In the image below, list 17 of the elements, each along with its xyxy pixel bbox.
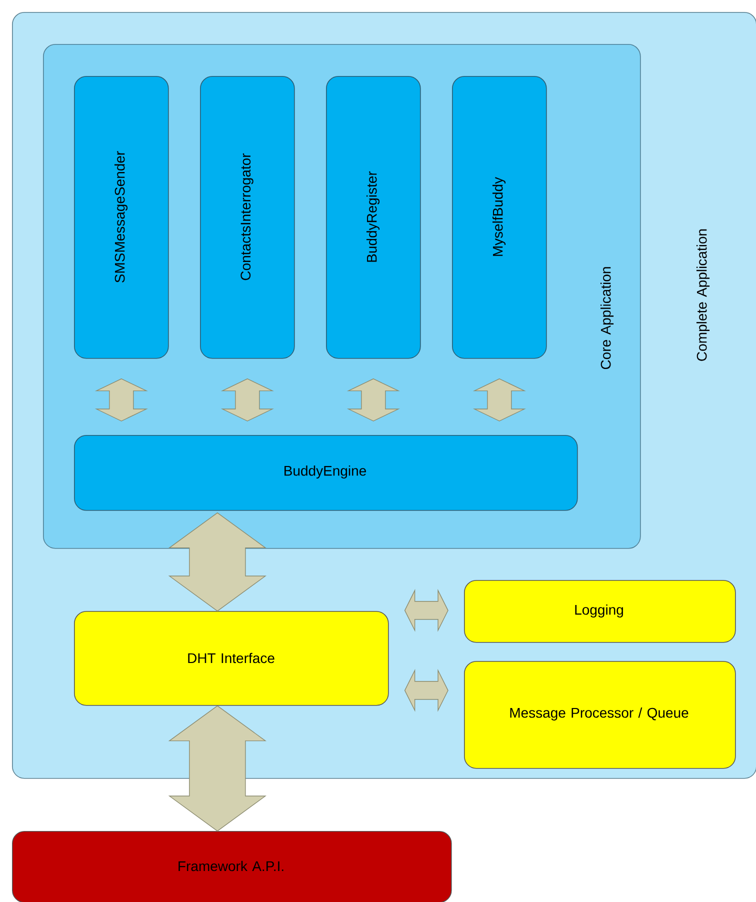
double-arrow [94,378,148,422]
double-arrow [346,378,400,422]
service-box: Message Processor / Queue [464,661,736,769]
component-box: MyselfBuddy [452,76,547,359]
double-arrow [404,668,448,712]
service-box: Logging [464,580,736,643]
api-box: Framework A.P.I. [12,831,452,902]
interface-box: DHT Interface [74,611,389,706]
double-arrow [168,512,266,612]
double-arrow [168,705,266,832]
component-box: SMSMessageSender [74,76,169,359]
double-arrow [220,378,274,422]
double-arrow [404,588,448,632]
component-box: BuddyRegister [326,76,421,359]
double-arrow [472,378,526,422]
component-box: ContactsInterrogator [200,76,295,359]
engine-box: BuddyEngine [74,435,578,511]
